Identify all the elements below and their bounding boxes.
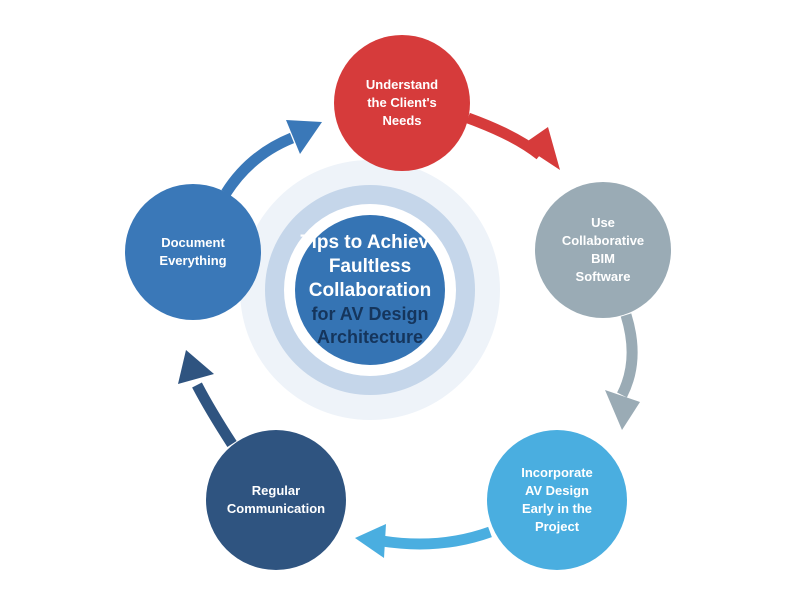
- step-label-line: Early in the: [521, 501, 593, 516]
- center-title-line: Collaboration: [308, 280, 432, 301]
- arrow-up-icon: [178, 350, 237, 447]
- step-label-line: Collaborative: [561, 233, 645, 248]
- center-title-line: Tips to Achieve: [300, 232, 440, 253]
- step-label-line: Project: [534, 519, 580, 534]
- center-title-line: Faultless: [328, 256, 412, 277]
- step-label-line: Everything: [159, 253, 227, 268]
- arrow-left-icon: [355, 524, 492, 558]
- step-label-line: the Client's: [367, 95, 437, 110]
- step-label-line: Communication: [226, 501, 326, 516]
- step-label-line: Needs: [382, 113, 422, 128]
- step-incorporate-av-design: Incorporate AV Design Early in the Proje…: [487, 430, 627, 570]
- step-label-line: Understand: [365, 77, 439, 92]
- step-label-line: Use: [591, 215, 615, 230]
- arrow-up-right-icon: [221, 120, 322, 196]
- step-label-line: AV Design: [524, 483, 590, 498]
- arrow-down-icon: [605, 313, 640, 430]
- center-subtitle-line: Architecture: [316, 327, 424, 347]
- step-label-line: Document: [161, 235, 225, 250]
- step-regular-communication: Regular Communication: [206, 430, 346, 570]
- center-subtitle-line: for AV Design: [311, 304, 429, 324]
- center-circle: Tips to Achieve Faultless Collaboration …: [295, 215, 445, 365]
- step-label-line: BIM: [591, 251, 615, 266]
- step-label-line: Regular: [251, 483, 301, 498]
- step-label-line: Incorporate: [521, 465, 593, 480]
- step-label-line: Software: [575, 269, 631, 284]
- step-document-everything: Document Everything: [125, 184, 261, 320]
- step-use-collaborative-bim: Use Collaborative BIM Software: [535, 182, 671, 318]
- arrow-right-down-icon: [466, 112, 560, 170]
- step-understand-client-needs: Understand the Client's Needs: [334, 35, 470, 171]
